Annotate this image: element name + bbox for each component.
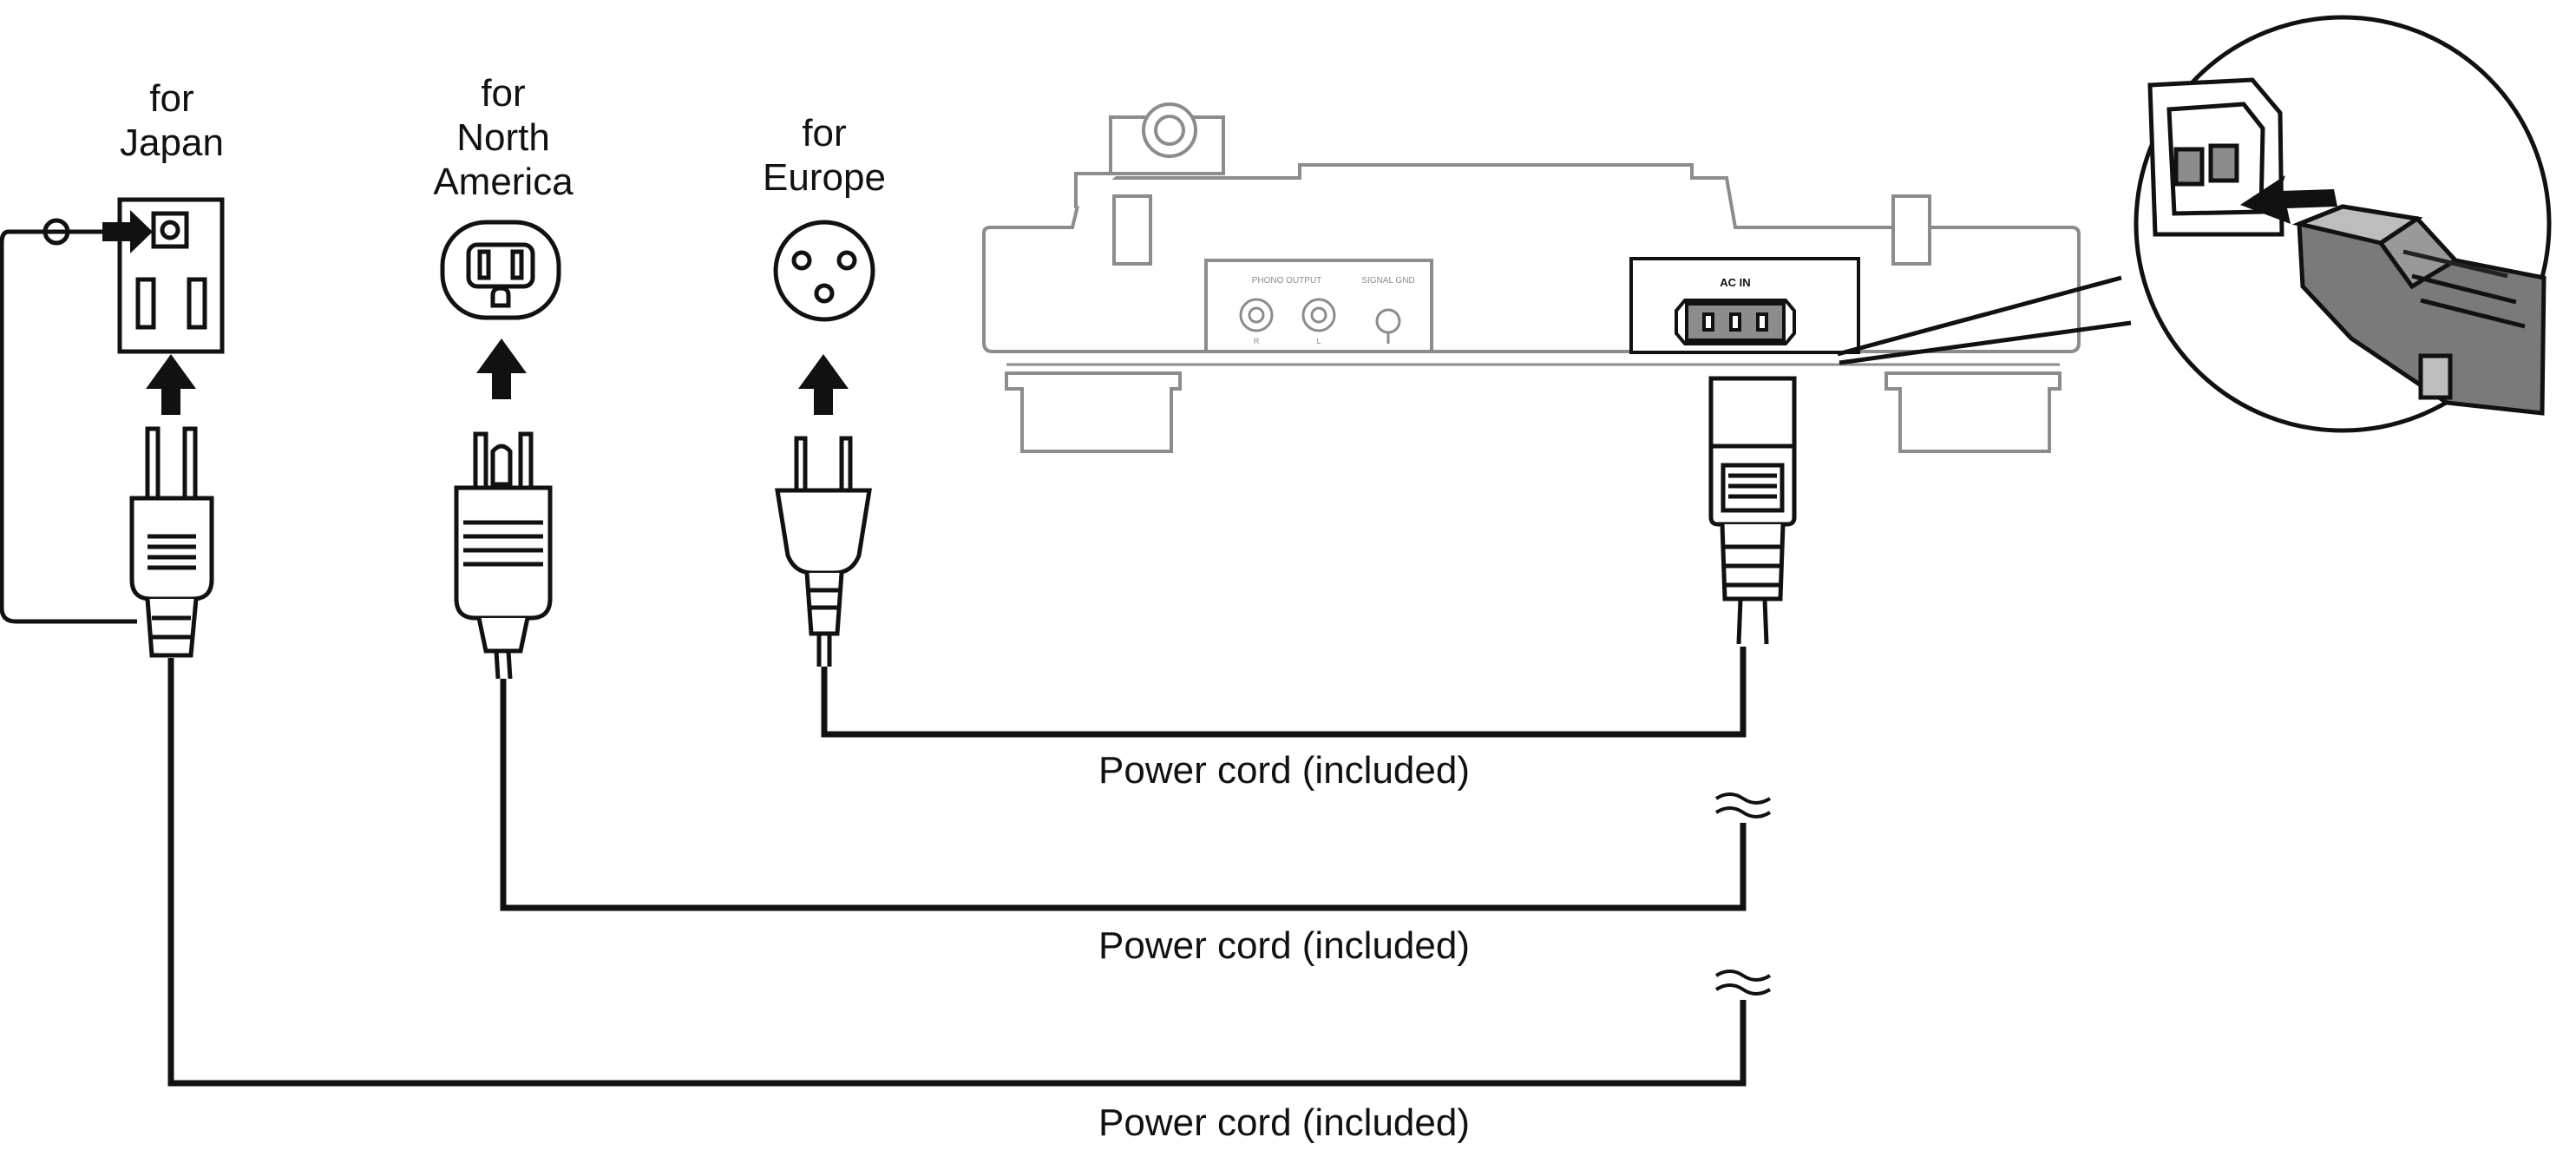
arrow-right-icon bbox=[102, 210, 153, 253]
arrow-up-icon bbox=[798, 354, 849, 415]
arrow-up-icon bbox=[146, 354, 196, 415]
ac-in-label: AC IN bbox=[1720, 276, 1750, 289]
phono-output-jack-l bbox=[1301, 298, 1336, 332]
europe-plug-icon bbox=[775, 436, 872, 667]
north-america-label: for North America bbox=[390, 71, 616, 204]
ac-in-panel bbox=[1629, 257, 1860, 354]
ground-terminal-icon bbox=[0, 218, 137, 624]
signal-gnd-label: SIGNAL GND bbox=[1361, 276, 1414, 286]
north-america-label-line1: for bbox=[481, 72, 526, 115]
europe-label-line1: for bbox=[802, 112, 847, 154]
zoomed-iec-plug bbox=[2291, 204, 2547, 416]
cord-europe-route bbox=[821, 647, 1747, 738]
japan-label-line2: Japan bbox=[120, 122, 224, 165]
power-cord-lines bbox=[167, 647, 1747, 1087]
cord-break-mark bbox=[1714, 970, 1772, 996]
turntable-rear-view bbox=[982, 102, 2081, 453]
north-america-wall-outlet bbox=[440, 220, 561, 320]
europe-wall-outlet bbox=[773, 220, 875, 322]
signal-gnd-terminal bbox=[1375, 308, 1401, 344]
japan-label-line1: for bbox=[149, 77, 194, 120]
jack-l-label: L bbox=[1316, 337, 1321, 345]
jack-r-label: R bbox=[1254, 337, 1260, 345]
cord-north-america-route bbox=[500, 679, 1747, 911]
phono-output-jack-r bbox=[1239, 298, 1274, 332]
japan-plug-icon bbox=[129, 426, 214, 658]
cord-break-mark bbox=[1714, 792, 1772, 818]
iec-power-connector-icon bbox=[1708, 376, 1797, 645]
arrow-up-icon bbox=[476, 339, 527, 399]
north-america-label-line2: North bbox=[456, 116, 550, 160]
europe-label: for Europe bbox=[711, 111, 937, 200]
japan-label: for Japan bbox=[59, 76, 285, 165]
power-cord-label-japan: Power cord (included) bbox=[1098, 1101, 1470, 1144]
cord-japan-route bbox=[167, 658, 1747, 1087]
phono-output-label: PHONO OUTPUT bbox=[1252, 276, 1322, 286]
europe-label-line2: Europe bbox=[763, 156, 886, 200]
power-cord-label-europe: Power cord (included) bbox=[1098, 749, 1470, 792]
zoomed-ac-inlet bbox=[2147, 77, 2284, 237]
north-america-label-line3: America bbox=[433, 161, 574, 204]
arrow-left-icon bbox=[2240, 175, 2337, 224]
north-america-plug-icon bbox=[454, 431, 553, 680]
power-cord-label-north-america: Power cord (included) bbox=[1098, 924, 1470, 967]
